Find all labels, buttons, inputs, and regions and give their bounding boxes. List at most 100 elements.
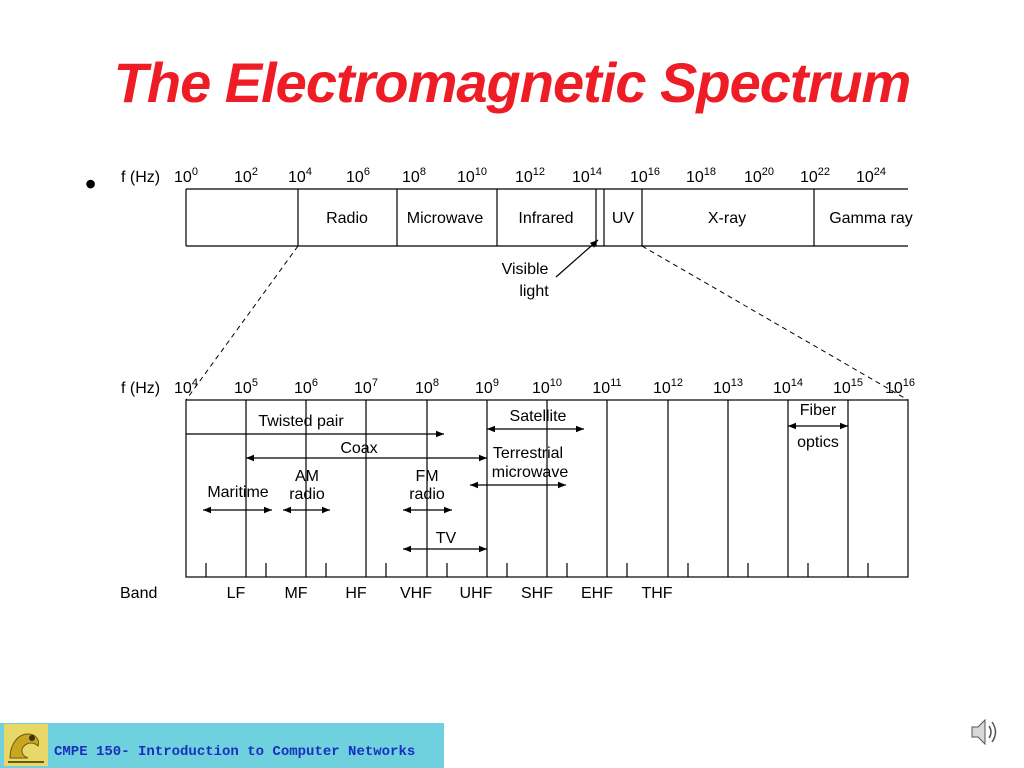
top-tick-1: 102: [234, 166, 258, 186]
top-tick-exponent: 6: [364, 166, 370, 178]
band-ehf: EHF: [581, 585, 613, 602]
top-tick-base: 10: [744, 169, 762, 186]
bottom-tick-base: 10: [885, 380, 903, 397]
footer-bar: [0, 723, 444, 768]
bottom-spectrum-box: [185, 399, 909, 578]
band-shf: SHF: [521, 585, 553, 602]
visible-light-arrow: [555, 239, 599, 278]
top-tick-5: 1010: [457, 166, 487, 186]
fiber-label-line2: optics: [797, 434, 839, 451]
bottom-tick-1: 105: [234, 377, 258, 397]
bottom-tick-12: 1016: [885, 377, 915, 397]
top-tick-10: 1020: [744, 166, 774, 186]
am-radio-label-line1: AM: [295, 468, 319, 485]
top-tick-exponent: 14: [590, 166, 602, 178]
region-uv: UV: [612, 210, 635, 227]
top-tick-11: 1022: [800, 166, 830, 186]
bottom-tick-exponent: 4: [192, 377, 198, 389]
bottom-tick-exponent: 9: [493, 377, 499, 389]
twisted-pair-label: Twisted pair: [258, 413, 344, 430]
bottom-tick-base: 10: [773, 380, 791, 397]
top-tick-8: 1016: [630, 166, 660, 186]
top-tick-12: 1024: [856, 166, 886, 186]
top-tick-4: 108: [402, 166, 426, 186]
slide-title: The Electromagnetic Spectrum: [113, 51, 912, 114]
zoom-line-left: [185, 245, 299, 401]
bottom-tick-base: 10: [415, 380, 433, 397]
terrestrial-label-line2: microwave: [492, 464, 569, 481]
band-lf: LF: [227, 585, 246, 602]
bottom-tick-base: 10: [532, 380, 550, 397]
top-tick-exponent: 16: [648, 166, 660, 178]
top-tick-exponent: 18: [704, 166, 716, 178]
bottom-tick-exponent: 7: [372, 377, 378, 389]
bottom-tick-3: 107: [354, 377, 378, 397]
zoom-line-right: [641, 245, 909, 401]
bottom-tick-exponent: 12: [671, 377, 683, 389]
top-tick-base: 10: [800, 169, 818, 186]
maritime-label: Maritime: [207, 484, 268, 501]
footer-course-title: CMPE 150- Introduction to Computer Netwo…: [54, 744, 416, 760]
visible-light-label-line1: Visible: [502, 261, 549, 278]
top-tick-base: 10: [515, 169, 533, 186]
bottom-tick-exponent: 10: [550, 377, 562, 389]
top-tick-exponent: 2: [252, 166, 258, 178]
top-tick-exponent: 4: [306, 166, 312, 178]
bottom-tick-0: 104: [174, 377, 198, 397]
bottom-tick-exponent: 5: [252, 377, 258, 389]
top-tick-base: 10: [856, 169, 874, 186]
band-mf: MF: [284, 585, 307, 602]
top-tick-base: 10: [288, 169, 306, 186]
bottom-tick-5: 109: [475, 377, 499, 397]
coax-label: Coax: [340, 440, 377, 457]
bottom-tick-exponent: 11: [610, 377, 621, 389]
bottom-tick-exponent: 16: [903, 377, 915, 389]
top-tick-exponent: 22: [818, 166, 830, 178]
top-tick-base: 10: [174, 169, 192, 186]
bottom-tick-base: 10: [294, 380, 312, 397]
band-label: Band: [120, 585, 157, 602]
top-tick-base: 10: [234, 169, 252, 186]
top-tick-exponent: 12: [533, 166, 545, 178]
bottom-tick-base: 10: [354, 380, 372, 397]
band-uhf: UHF: [460, 585, 493, 602]
top-tick-3: 106: [346, 166, 370, 186]
bottom-tick-10: 1014: [773, 377, 803, 397]
bottom-tick-4: 108: [415, 377, 439, 397]
bottom-tick-base: 10: [234, 380, 252, 397]
bottom-tick-base: 10: [475, 380, 493, 397]
bottom-tick-7: 1011: [592, 377, 621, 397]
speaker-icon[interactable]: [970, 714, 1000, 750]
bottom-tick-base: 10: [713, 380, 731, 397]
bottom-tick-base: 10: [833, 380, 851, 397]
top-tick-exponent: 24: [874, 166, 886, 178]
satellite-label: Satellite: [510, 408, 567, 425]
region-radio: Radio: [326, 210, 368, 227]
bottom-tick-exponent: 13: [731, 377, 743, 389]
bottom-tick-11: 1015: [833, 377, 863, 397]
top-tick-exponent: 20: [762, 166, 774, 178]
tv-label: TV: [436, 530, 457, 547]
bottom-tick-exponent: 15: [851, 377, 863, 389]
fiber-label-line1: Fiber: [800, 402, 837, 419]
top-axis-label: f (Hz): [121, 169, 160, 186]
top-tick-7: 1014: [572, 166, 602, 186]
region-x-ray: X-ray: [708, 210, 746, 227]
bottom-tick-exponent: 8: [433, 377, 439, 389]
bottom-tick-base: 10: [174, 380, 192, 397]
top-tick-2: 104: [288, 166, 312, 186]
top-tick-base: 10: [346, 169, 364, 186]
top-tick-base: 10: [686, 169, 704, 186]
fm-radio-label-line2: radio: [409, 486, 445, 503]
fm-radio-label-line1: FM: [415, 468, 438, 485]
band-thf: THF: [641, 585, 672, 602]
top-tick-base: 10: [630, 169, 648, 186]
bottom-tick-exponent: 6: [312, 377, 318, 389]
bottom-tick-exponent: 14: [791, 377, 803, 389]
terrestrial-label-line1: Terrestrial: [493, 445, 563, 462]
top-tick-base: 10: [572, 169, 590, 186]
bullet-marker: •: [85, 166, 97, 202]
